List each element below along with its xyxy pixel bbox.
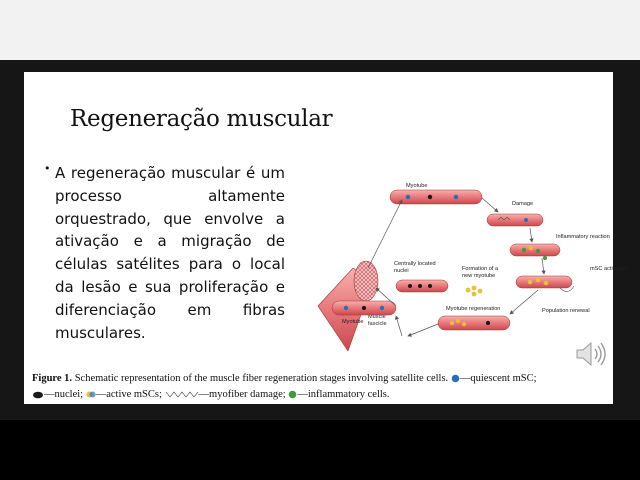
label-myotube-regeneration: Myotube regeneration <box>446 306 500 312</box>
caption-nuclei: —nuclei; <box>44 389 84 400</box>
label-inflammatory: Inflammatory reaction <box>556 234 610 240</box>
label-fascicle-1: Muscle <box>368 314 386 320</box>
fiber-myotube-regeneration <box>437 315 511 331</box>
fiber-inflammatory <box>509 243 561 260</box>
fiber-msc-activation <box>515 275 575 292</box>
label-centrally-1: Centrally located <box>394 261 436 267</box>
myofiber-damage-icon <box>165 391 198 398</box>
inflammatory-cell-icon <box>289 390 297 399</box>
slide-title: Regeneração muscular <box>70 106 333 132</box>
quiescent-msc-icon <box>451 374 460 383</box>
presentation-slide: Regeneração muscular • A regeneração mus… <box>24 72 628 404</box>
fiber-centrally-nuclei <box>395 279 449 293</box>
caption-figure-number: Figure 1. <box>32 373 73 384</box>
label-formation-1: Formation of a <box>462 266 499 272</box>
figure-caption: Figure 1. Schematic representation of th… <box>32 371 610 403</box>
fiber-myotube-bottom <box>331 300 397 316</box>
caption-inflammatory: —inflammatory cells. <box>297 389 390 400</box>
label-myotube-top: Myotube <box>406 183 427 189</box>
caption-damage: —myofiber damage; <box>198 389 286 400</box>
window-top-bar <box>0 0 640 60</box>
fiber-damage <box>486 213 544 227</box>
caption-active: —active mSCs; <box>95 389 162 400</box>
cycle-arrows <box>367 197 546 337</box>
speaker-icon[interactable] <box>574 340 610 368</box>
label-centrally-2: nuclei <box>394 268 409 274</box>
bullet-text: A regeneração muscular é um processo alt… <box>55 164 285 342</box>
label-myotube-bottom: Myotube <box>342 319 363 325</box>
caption-text: Schematic representation of the muscle f… <box>74 373 449 384</box>
active-msc-icon <box>86 391 96 398</box>
label-damage: Damage <box>512 201 533 207</box>
label-formation-2: new myotube <box>462 273 495 279</box>
fiber-myotube-top <box>389 189 483 205</box>
cluster-new-myotube <box>465 285 483 297</box>
nucleus-icon <box>33 391 43 398</box>
bullet-marker: • <box>44 162 51 175</box>
caption-quiescent: —quiescent mSC; <box>459 373 537 384</box>
label-msc-activation: mSC activation <box>590 266 628 272</box>
label-population: Population renewal <box>542 308 590 314</box>
regeneration-diagram: Muscle fascicle Myotube Damage Inflammat… <box>317 183 628 352</box>
label-fascicle-2: fascicle <box>368 321 387 327</box>
